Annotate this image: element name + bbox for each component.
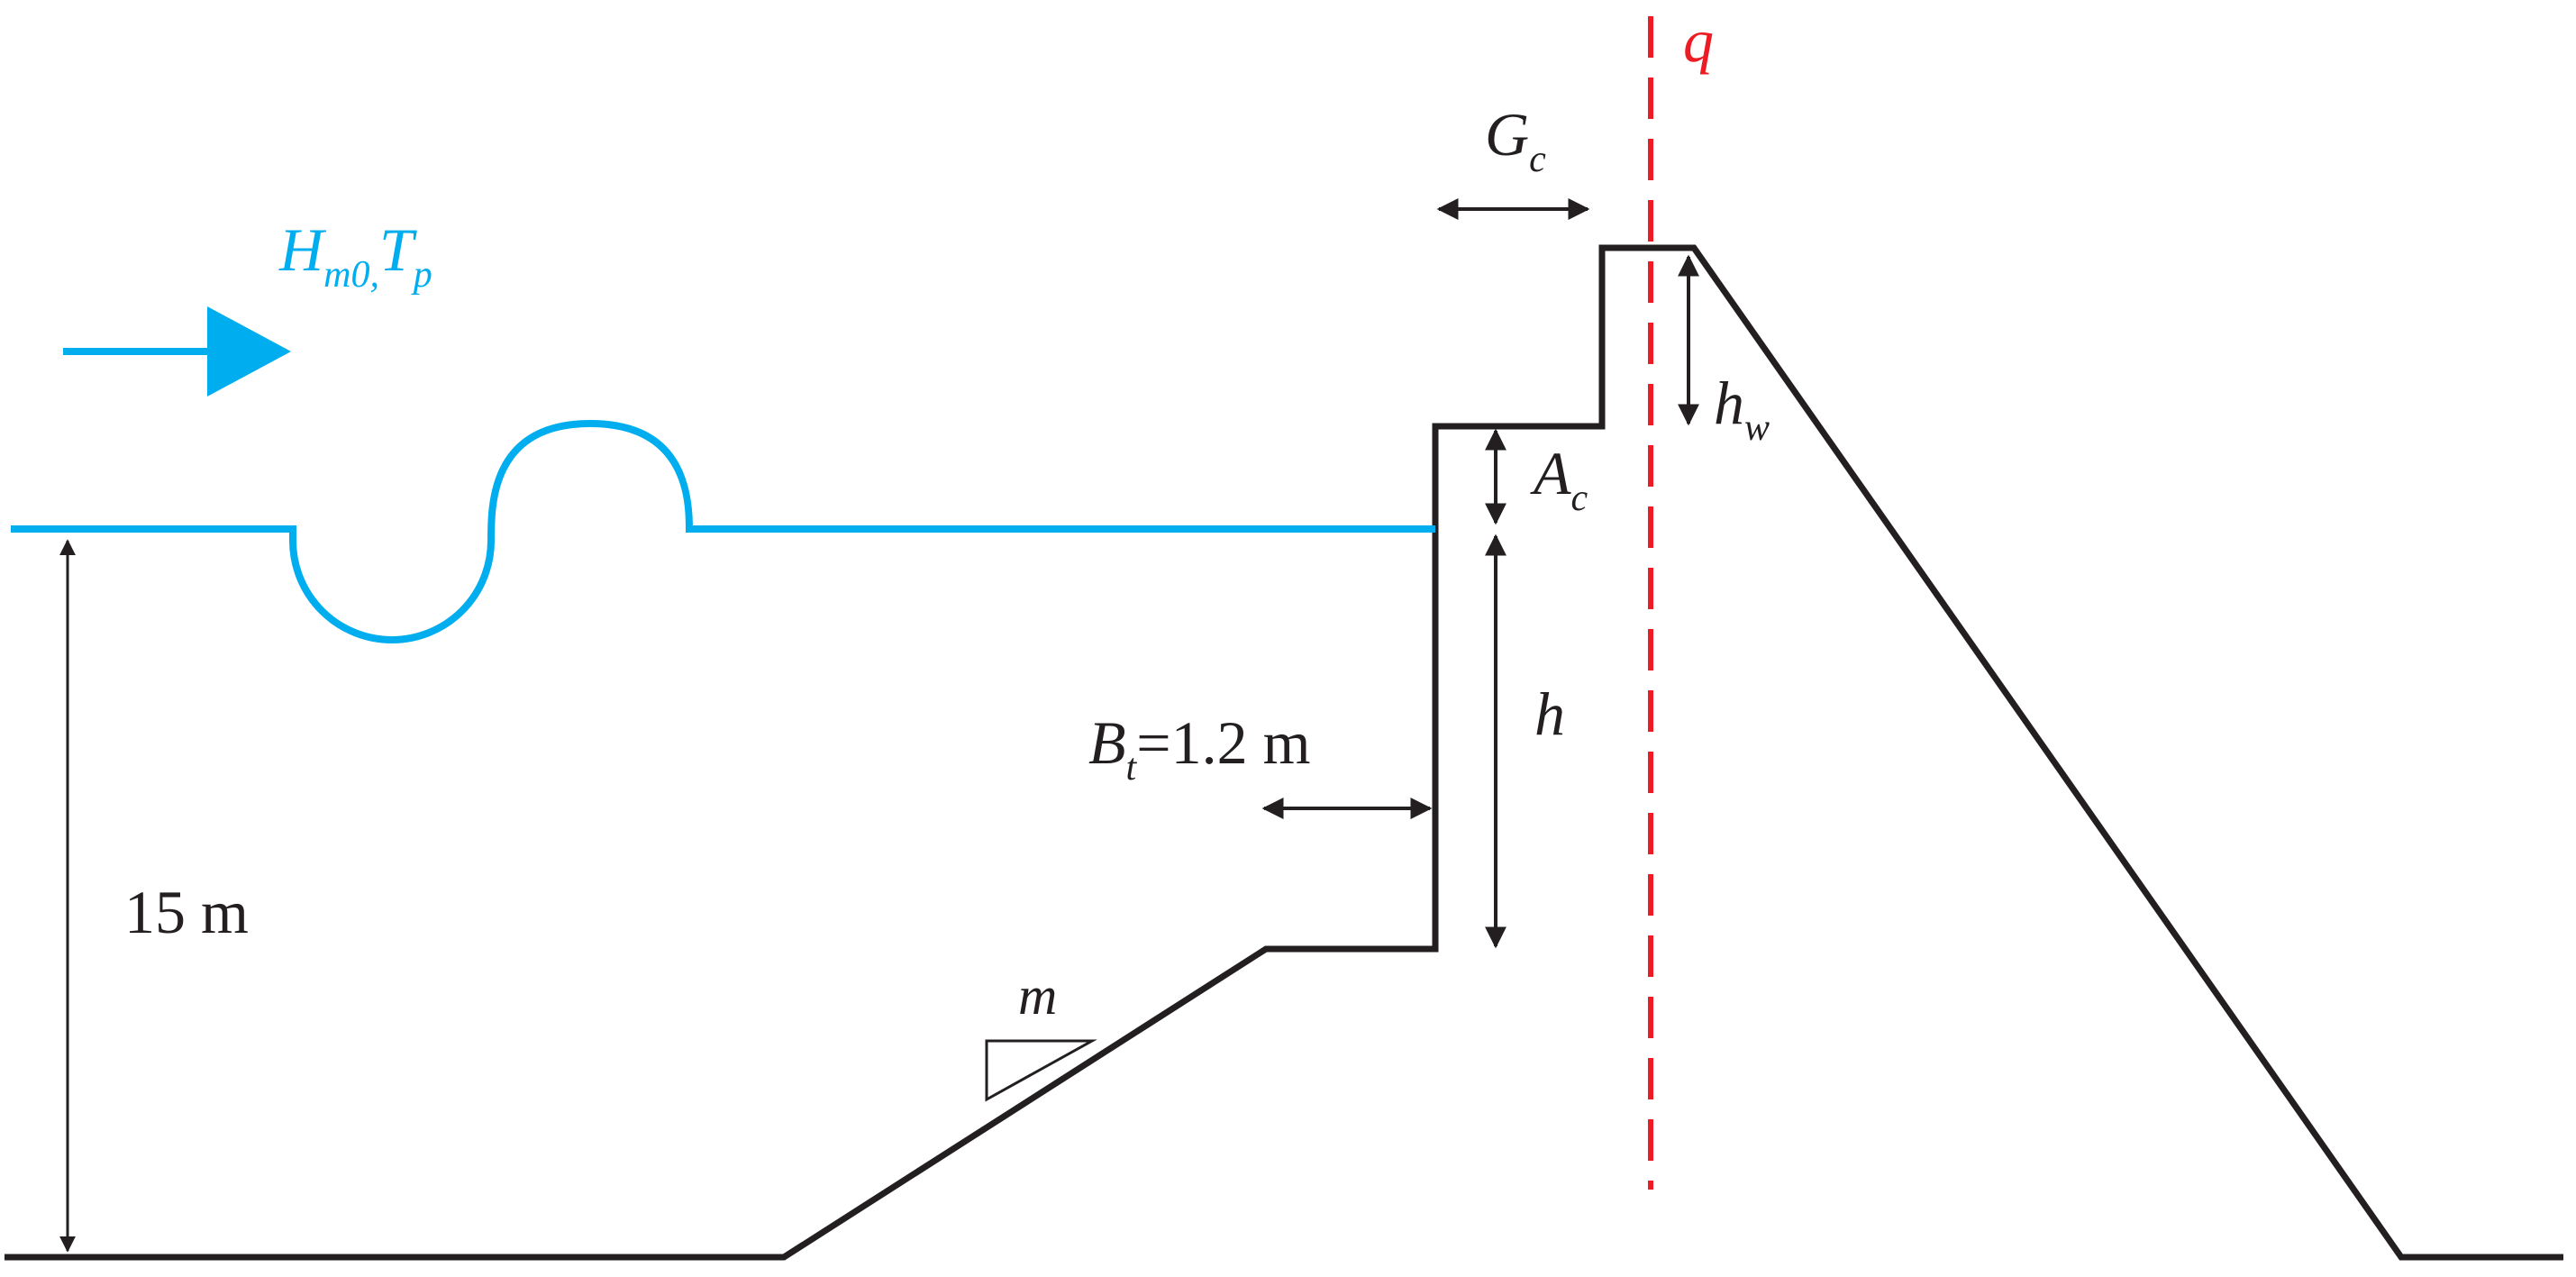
wall-height-label: hw [1714, 369, 1770, 449]
wave-direction-arrow-head [207, 306, 291, 397]
berm-width-label: Bt=1.2 m [1088, 708, 1310, 789]
overtopping-label: q [1683, 6, 1714, 75]
wave-parameters-label: Hm0,Tp [278, 215, 432, 296]
structure-profile [5, 244, 2563, 1261]
depth-label: h [1534, 680, 1565, 748]
crest-width-label: Gc [1485, 100, 1546, 180]
slope-triangle [985, 1039, 1097, 1102]
water-surface-wave [11, 419, 1435, 643]
water-depth-label: 15 m [124, 878, 249, 946]
freeboard-label: Ac [1530, 439, 1588, 519]
slope-label: m [1018, 966, 1057, 1026]
